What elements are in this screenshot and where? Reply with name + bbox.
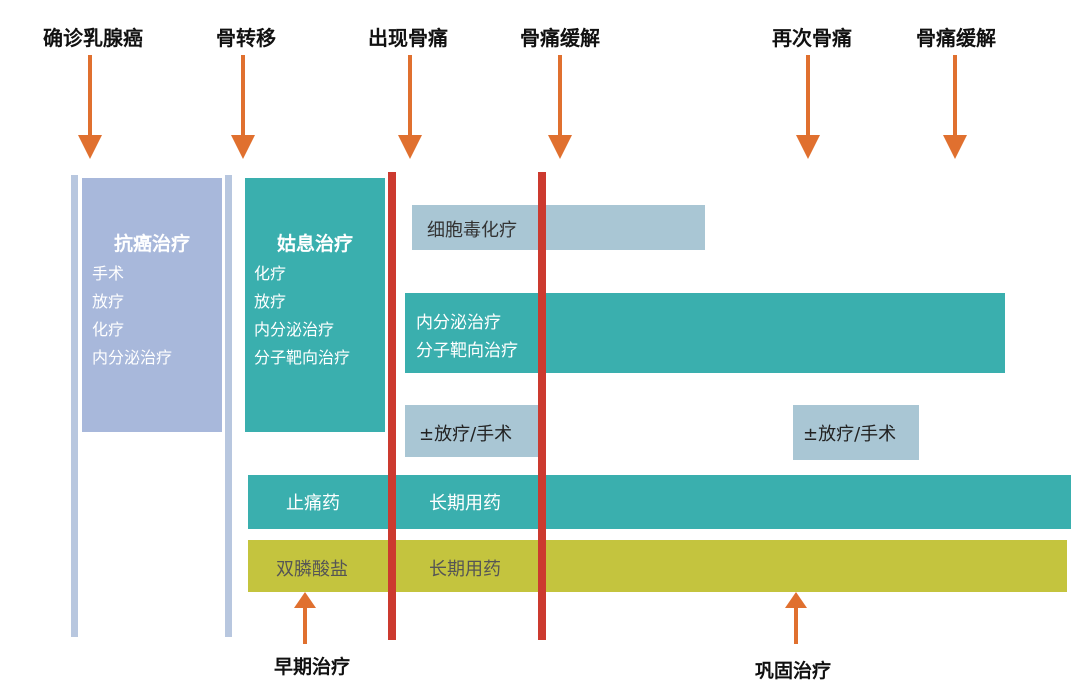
palliative-treatment-box: 姑息治疗 化疗 放疗 内分泌治疗 分子靶向治疗	[245, 178, 385, 432]
anticancer-title: 抗癌治疗	[113, 233, 190, 255]
down-arrow-icon	[548, 55, 572, 159]
anticancer-item: 手术	[92, 264, 125, 283]
down-arrow-icon	[231, 55, 255, 159]
bisphosphonate-bar	[248, 540, 1067, 592]
timeline-line-diagnosis	[71, 175, 78, 637]
anticancer-treatment-box: 抗癌治疗 手术 放疗 化疗 内分泌治疗	[82, 178, 222, 432]
bisphosphonate-label: 双膦酸盐	[276, 559, 348, 580]
analgesic-bar	[248, 475, 1071, 529]
palliative-item: 内分泌治疗	[254, 320, 335, 339]
analgesic-long-term: 长期用药	[429, 493, 501, 514]
timeline-line-bone-pain	[388, 172, 396, 640]
up-arrow-icon	[785, 592, 807, 644]
consolidation-treatment-label: 巩固治疗	[754, 660, 832, 682]
endocrine-label-line2: 分子靶向治疗	[416, 341, 518, 361]
bisphosphonate-long-term: 长期用药	[429, 559, 501, 580]
endocrine-bar	[405, 293, 1005, 373]
down-arrow-icon	[398, 55, 422, 159]
up-arrow-icon	[294, 592, 316, 644]
palliative-item: 放疗	[254, 292, 287, 311]
milestone-bone-pain: 出现骨痛	[368, 26, 448, 50]
anticancer-item: 内分泌治疗	[92, 348, 173, 367]
palliative-item: 分子靶向治疗	[254, 348, 351, 367]
down-arrow-icon	[78, 55, 102, 159]
milestone-pain-relief-2: 骨痛缓解	[916, 26, 996, 50]
down-arrow-icon	[943, 55, 967, 159]
timeline-line-metastasis	[225, 175, 232, 637]
milestone-diagnosis: 确诊乳腺癌	[43, 26, 143, 50]
milestone-bone-metastasis: 骨转移	[216, 26, 276, 50]
radiotherapy-label-1: ±放疗/手术	[419, 424, 513, 445]
timeline-line-pain-relief	[538, 172, 546, 640]
analgesic-label: 止痛药	[286, 493, 340, 514]
chemo-bar	[412, 205, 705, 250]
palliative-item: 化疗	[254, 264, 287, 283]
milestone-pain-recurrence: 再次骨痛	[772, 26, 852, 50]
radiotherapy-box-2	[793, 405, 919, 460]
endocrine-label-line1: 内分泌治疗	[416, 313, 501, 333]
anticancer-item: 化疗	[92, 320, 125, 339]
anticancer-item: 放疗	[92, 292, 125, 311]
milestone-pain-relief-1: 骨痛缓解	[520, 26, 600, 50]
palliative-title: 姑息治疗	[276, 233, 353, 255]
radiotherapy-box-1	[405, 405, 538, 457]
down-arrow-icon	[796, 55, 820, 159]
radiotherapy-label-2: ±放疗/手术	[803, 424, 897, 445]
chemo-label: 细胞毒化疗	[427, 220, 517, 241]
early-treatment-label: 早期治疗	[273, 656, 351, 678]
